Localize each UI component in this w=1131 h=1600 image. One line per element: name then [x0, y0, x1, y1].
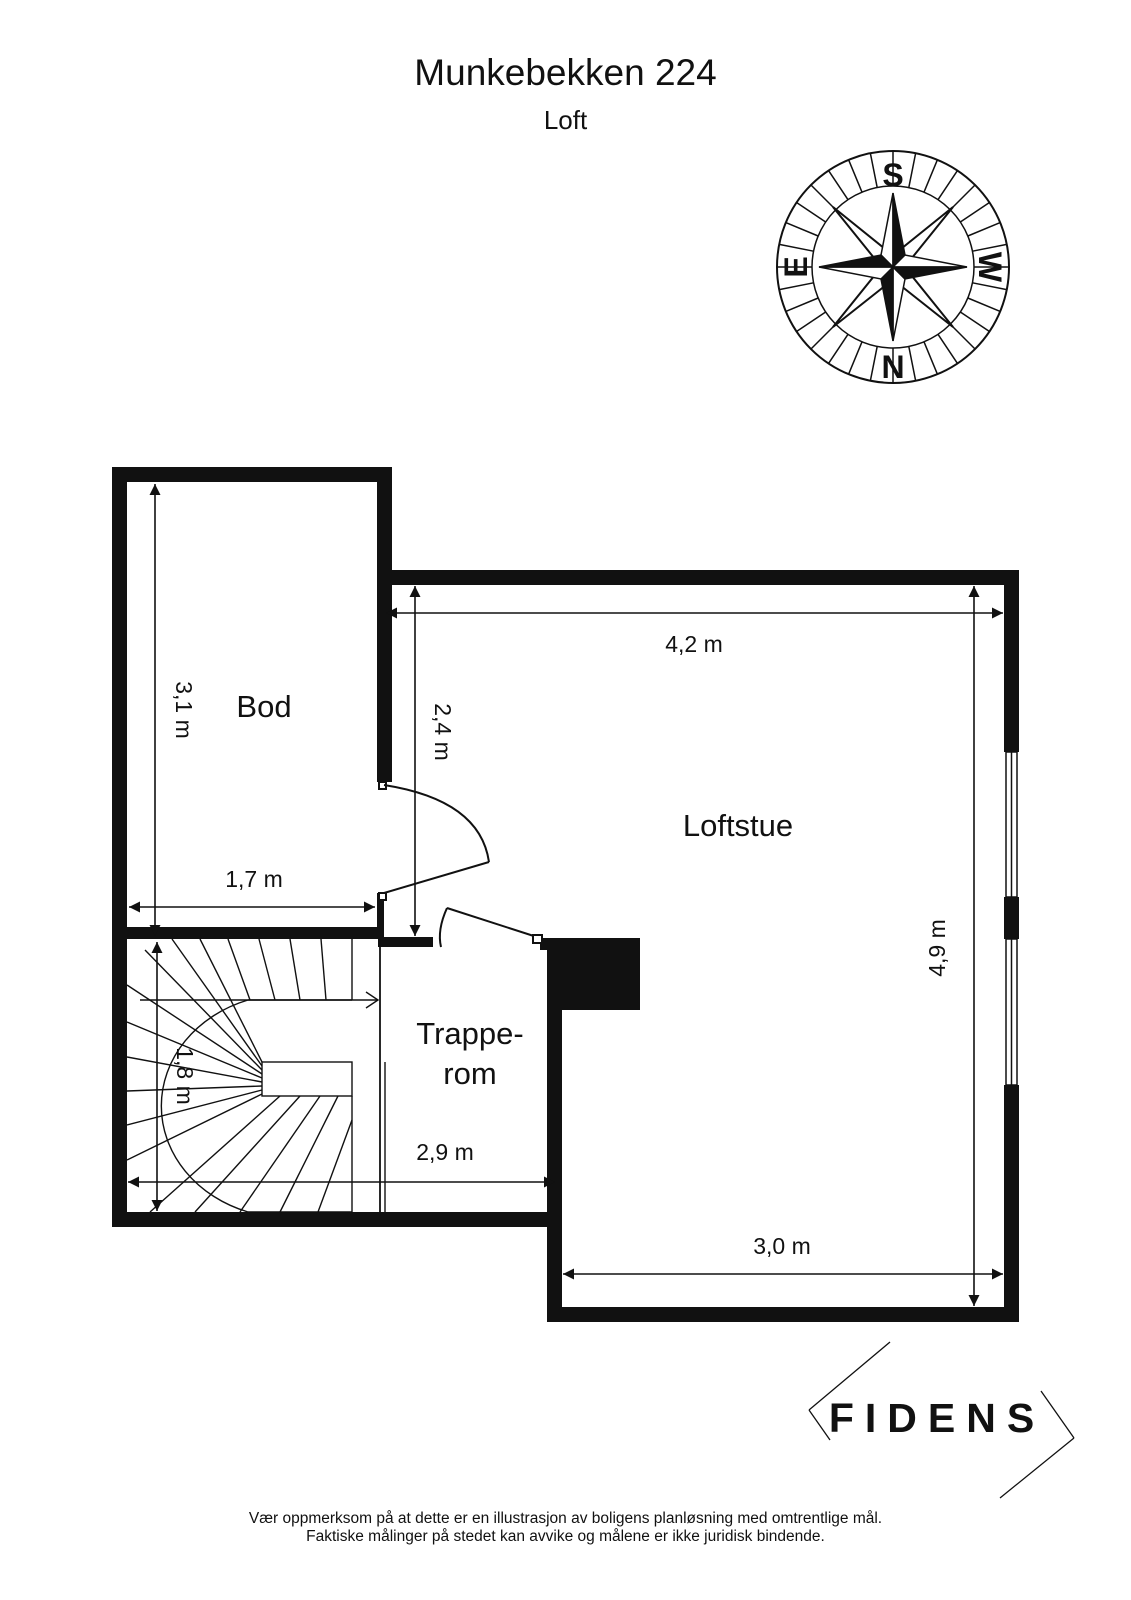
compass-east-label: E: [778, 256, 814, 277]
compass-tick: [847, 341, 863, 375]
compass-tick: [949, 323, 976, 350]
compass-west-label: W: [972, 252, 1008, 283]
logo-text: FIDENS: [829, 1395, 1045, 1441]
dimension-label: 1,7 m: [225, 866, 283, 892]
compass-tick: [779, 243, 814, 252]
fidens-logo: FIDENS: [808, 1341, 1075, 1499]
compass-tick: [923, 159, 939, 193]
disclaimer: Vær oppmerksom på at dette er en illustr…: [0, 1510, 1131, 1546]
disclaimer-line-1: Vær oppmerksom på at dette er en illustr…: [248, 1510, 883, 1527]
compass-south-label: S: [882, 157, 903, 193]
disclaimer-line-2: Faktiske målinger på stedet kan avvike o…: [306, 1528, 825, 1545]
floor-name: Loft: [543, 105, 588, 135]
dimension-label: 2,4 m: [430, 703, 456, 761]
compass-tick: [959, 311, 990, 333]
dimension-label: 4,2 m: [665, 631, 723, 657]
room-label-bod: Bod: [236, 689, 291, 724]
room-label-trapperom-line1: Trappe-: [416, 1016, 523, 1051]
compass-tick: [847, 159, 863, 193]
compass-tick: [869, 346, 878, 381]
compass-tick: [949, 184, 976, 211]
dimension-lines: [128, 484, 1003, 1306]
room-label-trapperom-line2: rom: [443, 1056, 496, 1091]
dimension-label: 1,8 m: [172, 1047, 198, 1105]
compass-tick: [810, 184, 837, 211]
compass-tick: [827, 333, 849, 364]
compass-north-label: N: [881, 349, 904, 385]
compass-tick: [972, 282, 1007, 291]
compass-tick: [908, 346, 917, 381]
compass-tick: [785, 297, 819, 313]
compass-tick: [937, 333, 959, 364]
compass-tick: [869, 153, 878, 188]
compass-tick: [972, 243, 1007, 252]
compass-tick: [967, 297, 1001, 313]
compass-tick: [908, 153, 917, 188]
compass-tick: [959, 201, 990, 223]
dimension-label: 3,1 m: [171, 681, 197, 739]
plan-title: Munkebekken 224: [414, 52, 717, 93]
staircase: [126, 938, 386, 1213]
dimension-label: 3,0 m: [753, 1233, 811, 1259]
room-label-loftstue: Loftstue: [683, 808, 793, 843]
compass-tick: [779, 282, 814, 291]
compass-tick: [785, 221, 819, 237]
walls: [112, 467, 1019, 1322]
dimension-label: 4,9 m: [924, 919, 950, 977]
compass-tick: [827, 170, 849, 201]
dimension-label: 2,9 m: [416, 1139, 474, 1165]
compass-tick: [796, 201, 827, 223]
compass-rose-icon: S N E W: [776, 150, 1010, 385]
door-trapperom: [438, 907, 543, 948]
compass-tick: [810, 323, 837, 350]
compass-tick: [796, 311, 827, 333]
compass-tick: [937, 170, 959, 201]
door-bod: [378, 781, 490, 901]
window: [1005, 751, 1018, 1086]
compass-tick: [967, 221, 1001, 237]
compass-tick: [923, 341, 939, 375]
